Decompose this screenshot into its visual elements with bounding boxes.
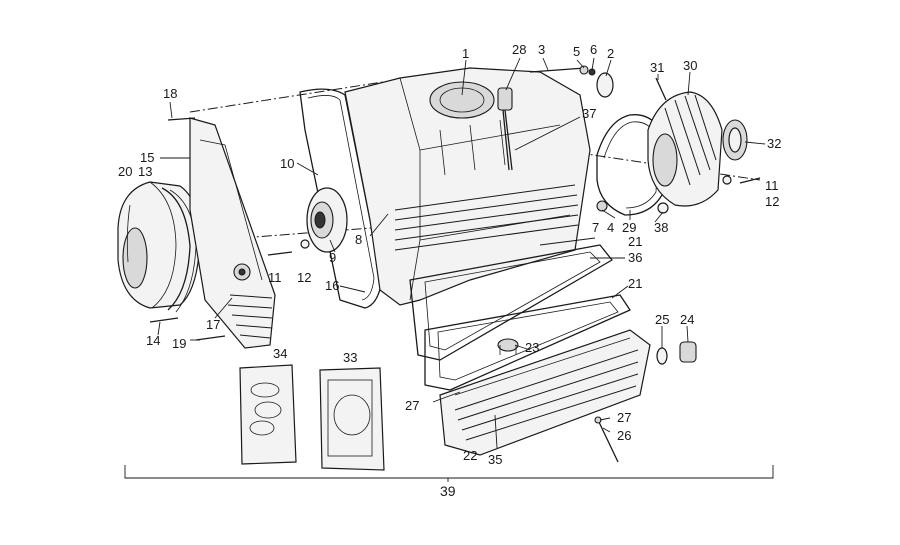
- timing-cover: [189, 117, 276, 349]
- callout-4: 4: [607, 220, 614, 235]
- callout-22: 22: [463, 448, 477, 463]
- callout-35: 35: [488, 452, 502, 467]
- callout-36: 36: [628, 250, 642, 265]
- callout-33: 33: [343, 350, 357, 365]
- callout-5: 5: [573, 44, 580, 59]
- callout-18: 18: [163, 86, 177, 101]
- callout-30: 30: [683, 58, 697, 73]
- callout-11-left: 11: [268, 270, 282, 285]
- callout-39: 39: [440, 483, 456, 499]
- oil-sump: [439, 329, 651, 456]
- callout-19: 19: [172, 336, 186, 351]
- callout-16: 16: [325, 278, 339, 293]
- dipstick: [497, 87, 513, 171]
- callout-13: 13: [138, 164, 152, 179]
- callout-34: 34: [273, 346, 287, 361]
- small-fasteners: [149, 77, 761, 341]
- callout-27-left: 27: [405, 398, 419, 413]
- rear-housing: [647, 91, 748, 207]
- callout-1: 1: [462, 46, 469, 61]
- callout-14: 14: [146, 333, 160, 348]
- callout-32: 32: [767, 136, 781, 151]
- callout-17: 17: [206, 317, 220, 332]
- callout-9: 9: [329, 250, 336, 265]
- callout-12-right: 12: [765, 194, 779, 209]
- callout-24: 24: [680, 312, 694, 327]
- drain-plug: [656, 341, 697, 365]
- callout-23: 23: [525, 340, 539, 355]
- callout-20: 20: [118, 164, 132, 179]
- callout-10: 10: [280, 156, 294, 171]
- callout-21-top: 21: [628, 234, 642, 249]
- callout-labels: 1 28 3 5 6 2 31 30 37 32 11 12 38 7 4 29…: [118, 42, 781, 499]
- callout-27-right: 27: [617, 410, 631, 425]
- callout-8: 8: [355, 232, 362, 247]
- gasket-kit-bags: [239, 364, 385, 471]
- callout-3: 3: [538, 42, 545, 57]
- sump-gaskets: [409, 244, 631, 391]
- callout-11-right: 11: [765, 178, 779, 193]
- callout-31: 31: [650, 60, 664, 75]
- front-cover: [117, 181, 201, 309]
- callout-7: 7: [592, 220, 599, 235]
- leader-lines: [157, 57, 766, 449]
- stud-and-cap: [529, 65, 614, 98]
- callout-15: 15: [140, 150, 154, 165]
- callout-2: 2: [607, 46, 614, 61]
- seal-housing: [306, 187, 348, 253]
- callout-37: 37: [582, 106, 596, 121]
- callout-38: 38: [654, 220, 668, 235]
- callout-28: 28: [512, 42, 526, 57]
- kit-bracket: [124, 465, 774, 482]
- callout-25: 25: [655, 312, 669, 327]
- callout-12-left: 12: [297, 270, 311, 285]
- oil-filter: [497, 338, 519, 355]
- callout-29: 29: [622, 220, 636, 235]
- callout-21-bottom: 21: [628, 276, 642, 291]
- sump-bolt: [594, 416, 619, 463]
- callout-26: 26: [617, 428, 631, 443]
- callout-6: 6: [590, 42, 597, 57]
